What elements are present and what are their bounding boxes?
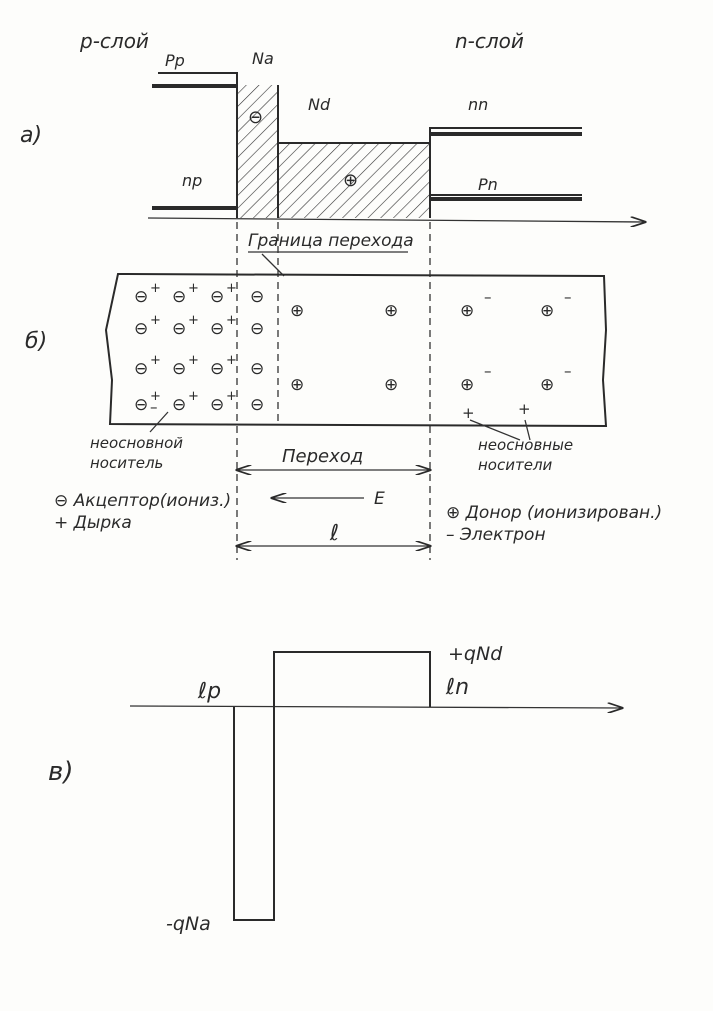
donor-ion: ⊕: [540, 301, 554, 321]
boundary-label: Граница перехода: [248, 231, 414, 251]
minority-electron: –: [150, 398, 158, 416]
pp-label: Pp: [165, 51, 185, 70]
hole-mark: +: [188, 313, 199, 328]
ion-grid: ⊖+⊖+⊖+⊖⊖+⊖+⊖+⊖⊖+⊖+⊖+⊖⊖+⊖+⊖+⊖⊕⊕⊕⊕⊕–⊕–⊕–⊕–…: [134, 281, 572, 422]
minority-n-line1: неосновные: [478, 436, 573, 454]
panel-c: ℓp ℓn +qNd -qNa в): [48, 643, 622, 935]
minority-hole: +: [462, 404, 475, 422]
depletion-donor-ion: ⊕: [384, 301, 398, 321]
x-axis-c: [129, 706, 622, 708]
minority-n-line2: носители: [478, 456, 553, 474]
lp-label: ℓp: [197, 679, 221, 704]
na-label: Na: [252, 49, 274, 68]
minority-n-leader-1: [469, 419, 521, 441]
ln-label: ℓn: [445, 675, 469, 700]
panel-b: Граница перехода б) ⊖+⊖+⊖+⊖⊖+⊖+⊖+⊖⊖+⊖+⊖+…: [25, 231, 662, 546]
acceptor-ion: ⊖: [210, 395, 224, 415]
donor-charge-symbol: ⊕: [343, 170, 358, 191]
depletion-acceptor-ion: ⊖: [250, 359, 264, 379]
n-layer-label: n-слой: [455, 29, 524, 53]
depletion-acceptor-ion: ⊖: [250, 287, 264, 307]
charge-density-profile: [233, 651, 431, 921]
region-borders: [236, 85, 431, 218]
boundary-leader: [261, 253, 285, 277]
acceptor-ion: ⊖: [172, 359, 186, 379]
acceptor-ion: ⊖: [134, 287, 148, 307]
legend-hole: + Дырка: [54, 513, 132, 533]
panel-c-label: в): [48, 757, 73, 787]
acceptor-ion: ⊖: [134, 319, 148, 339]
panel-a-label: а): [20, 123, 42, 148]
field-label: E: [374, 489, 385, 509]
hole-mark: +: [188, 281, 199, 296]
donor-ion: ⊕: [460, 301, 474, 321]
hole-mark: +: [226, 353, 237, 368]
depletion-donor-ion: ⊕: [290, 301, 304, 321]
acceptor-ion: ⊖: [210, 359, 224, 379]
transition-label: Переход: [282, 446, 363, 467]
minority-p-line2: носитель: [90, 454, 163, 472]
legend-electron: – Электрон: [446, 525, 546, 545]
donor-ion: ⊕: [460, 375, 474, 395]
minority-p-line1: неосновной: [90, 434, 183, 452]
panel-b-label: б): [25, 329, 47, 354]
minus-charge-label: -qNa: [166, 913, 211, 935]
p-layer-label: p-слой: [79, 29, 149, 53]
depletion-donor-ion: ⊕: [290, 375, 304, 395]
depletion-donor-ion: ⊕: [384, 375, 398, 395]
length-label: ℓ: [329, 521, 339, 546]
minority-hole: +: [518, 400, 531, 418]
pp-step: [158, 72, 238, 86]
legend-acceptor: ⊖ Акцептор(иониз.): [54, 491, 231, 511]
pn-step: [429, 194, 582, 218]
pn-label: Pn: [478, 175, 498, 194]
donor-ion: ⊕: [540, 375, 554, 395]
crystal-body: [104, 272, 608, 428]
acceptor-ion: ⊖: [134, 359, 148, 379]
electron-mark: –: [564, 362, 572, 380]
acceptor-region: [237, 85, 278, 218]
electron-mark: –: [484, 288, 492, 306]
acceptor-ion: ⊖: [134, 395, 148, 415]
hole-mark: +: [226, 281, 237, 296]
hole-mark: +: [188, 389, 199, 404]
hole-mark: +: [150, 313, 161, 328]
legend-donor: ⊕ Донор (ионизирован.): [446, 503, 662, 523]
panel-a: p-слой n-слой а) Pp Na Nd nn np Pn ⊖ ⊕: [20, 29, 645, 222]
plus-charge-label: +qNd: [448, 643, 503, 665]
nn-step: [429, 127, 582, 143]
np-label: np: [182, 171, 202, 190]
donor-region: [278, 143, 430, 218]
hole-mark: +: [150, 389, 161, 404]
acceptor-ion: ⊖: [172, 319, 186, 339]
nn-label: nn: [468, 95, 488, 114]
minority-p-leader: [149, 411, 169, 433]
hole-mark: +: [188, 353, 199, 368]
nd-label: Nd: [308, 95, 331, 114]
acceptor-ion: ⊖: [210, 287, 224, 307]
hole-mark: +: [226, 389, 237, 404]
acceptor-ion: ⊖: [210, 319, 224, 339]
hole-mark: +: [150, 281, 161, 296]
minority-n-leader-2: [524, 419, 531, 441]
hole-mark: +: [150, 353, 161, 368]
electron-mark: –: [484, 362, 492, 380]
depletion-acceptor-ion: ⊖: [250, 395, 264, 415]
acceptor-ion: ⊖: [172, 395, 186, 415]
x-axis-a: [147, 218, 645, 222]
acceptor-ion: ⊖: [172, 287, 186, 307]
hole-mark: +: [226, 313, 237, 328]
depletion-acceptor-ion: ⊖: [250, 319, 264, 339]
acceptor-charge-symbol: ⊖: [248, 107, 263, 128]
electron-mark: –: [564, 288, 572, 306]
